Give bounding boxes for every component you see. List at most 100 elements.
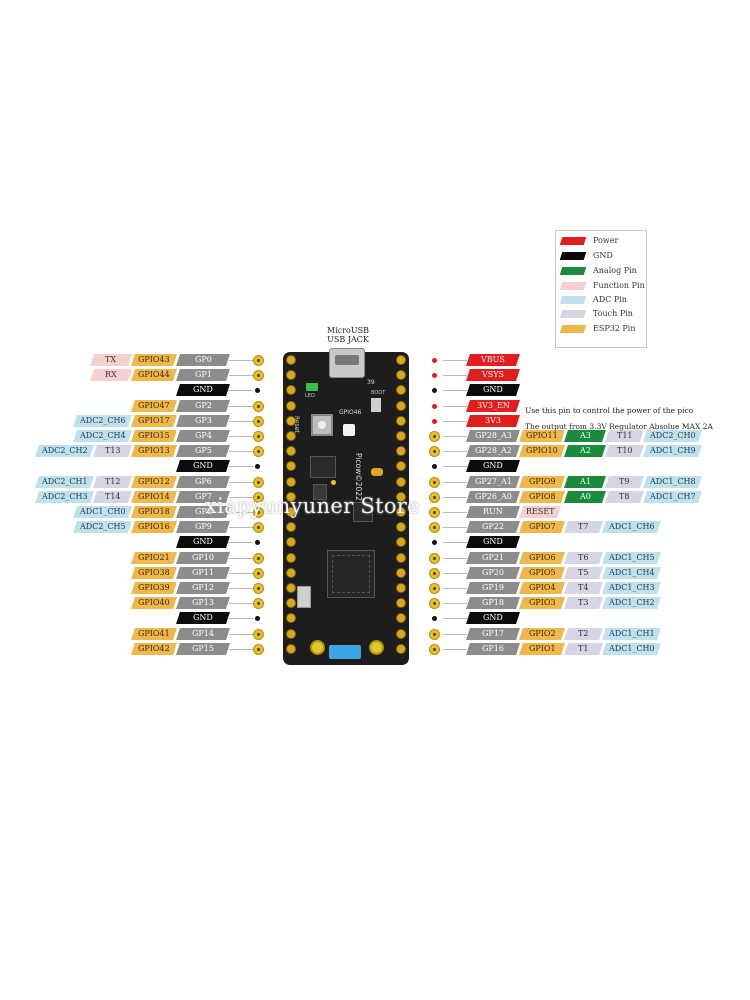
pin-label-gp: GP3 [176, 414, 230, 427]
legend-swatch [559, 325, 587, 333]
pin-pad-icon [429, 431, 440, 442]
pin-label-text: RX [105, 370, 117, 380]
pin-label-gp: GP18 [466, 597, 520, 610]
pin-label-adc: ADC2_CH2 [35, 445, 94, 458]
small-ic-icon [353, 502, 373, 522]
leader-line [229, 648, 253, 650]
pin-label-esp: GPIO4 [519, 582, 565, 594]
pin-label-gp: GP20 [466, 566, 520, 579]
led-label: LED [305, 393, 315, 399]
legend-swatch [559, 310, 587, 318]
board-hole-icon [396, 491, 406, 502]
leader-line [443, 633, 467, 635]
pin-label-text: GPIO47 [138, 400, 170, 410]
pin-label-touch: T2 [564, 627, 603, 640]
pin-label-text: RESET [525, 507, 555, 516]
pin-label-gp: GP15 [176, 642, 230, 655]
board-hole-icon [286, 370, 296, 381]
pin-label-esp: GPIO47 [131, 399, 177, 412]
pin-label-text: T13 [104, 446, 121, 456]
pin-label-text: T12 [104, 476, 121, 486]
pin-label-text: VSYS [481, 370, 505, 380]
pin-pad-icon [429, 491, 440, 503]
board-hole-icon [286, 476, 296, 487]
pin-label-adc: ADC2_CH0 [643, 430, 702, 442]
pin-label-text: ADC2_CH3 [41, 491, 88, 501]
pin-pad-icon [253, 370, 264, 382]
pin-label-esp: GPIO6 [519, 551, 565, 564]
pin-label-touch: T9 [605, 475, 644, 488]
pin-label-text: ADC1_CH5 [608, 552, 655, 562]
pin-label-text: ADC1_CH2 [608, 598, 655, 608]
pin-label-analog: A2 [564, 445, 606, 458]
pin-label-gnd: GND [466, 384, 520, 397]
pin-pad-icon [253, 415, 264, 427]
board-hole-icon [396, 385, 406, 396]
boot-button-icon [371, 398, 381, 412]
board-hole-icon [396, 431, 406, 441]
pin-label-adc: ADC1_CH3 [602, 582, 661, 594]
pin-label-text: GP0 [194, 355, 212, 364]
pin-label-text: T6 [578, 552, 589, 562]
pin-label-text: GP9 [194, 522, 212, 532]
board-hole-icon [286, 522, 296, 533]
board-hole-icon [286, 583, 296, 593]
leader-line [229, 542, 253, 544]
pin-label-esp: GPIO43 [131, 354, 177, 366]
pin-pad-icon [253, 431, 264, 442]
pin-label-text: GND [193, 385, 213, 395]
pin-label-touch: T11 [605, 430, 644, 442]
pin-label-text: GPIO16 [138, 522, 170, 532]
leader-line [443, 648, 467, 650]
pin-label-text: ADC2_CH1 [41, 476, 88, 486]
pin-label-touch: T12 [93, 475, 132, 488]
leader-line [229, 405, 253, 407]
pin-label-text: GPIO1 [528, 643, 556, 653]
leader-line [229, 436, 253, 437]
board-hole-icon [286, 537, 296, 548]
pin-label-text: GND [193, 461, 213, 471]
leader-line [443, 588, 467, 589]
usb-connector-icon [329, 348, 365, 378]
pin-label-text: GPIO13 [138, 446, 170, 456]
gpio46-label: GPIO46 [339, 409, 362, 416]
pin-pad-icon [253, 598, 264, 610]
board-hole-icon [396, 507, 406, 517]
pin-label-text: GPIO14 [138, 491, 170, 501]
leader-line [229, 512, 253, 513]
regulator-chip-icon [310, 456, 336, 478]
note-3v3-en: Use this pin to control the power of the… [525, 406, 694, 415]
gnd-dot-icon [432, 464, 437, 470]
pin-label-text: GP12 [192, 583, 214, 592]
leader-line [229, 496, 253, 498]
pin-label-analog: A1 [564, 475, 606, 488]
board-hole-icon [286, 446, 296, 457]
pin-label-gp: GP13 [176, 597, 230, 610]
pin-label-text: ADC1_CH6 [608, 522, 655, 532]
pin-label-touch: T7 [564, 521, 603, 534]
pin-label-gp: GP4 [176, 430, 230, 442]
pin-label-adc: ADC1_CH5 [602, 551, 661, 564]
pin-label-text: T9 [619, 476, 630, 486]
pin-39-label: 39 [367, 379, 375, 386]
leader-line [443, 527, 467, 529]
pin-label-text: GP28_A3 [474, 431, 512, 440]
pin-label-adc: ADC1_CH8 [643, 475, 702, 488]
pin-label-text: GP4 [194, 431, 212, 440]
board-hole-icon [396, 476, 406, 487]
pin-label-text: GP1 [194, 370, 212, 380]
pin-label-func: RX [90, 369, 132, 382]
leader-line [229, 557, 253, 559]
pin-label-text: ADC1_CH7 [649, 491, 696, 501]
pin-label-text: GPIO38 [138, 567, 170, 577]
pin-label-esp: GPIO5 [519, 566, 565, 579]
pin-pad-icon [429, 507, 440, 518]
pin-pad-icon [429, 552, 440, 564]
leader-line [443, 603, 467, 605]
watermark-text: xiapyunyuner Store [205, 494, 420, 518]
pin-label-text: ADC1_CH0 [608, 643, 655, 653]
pin-label-adc: ADC2_CH1 [35, 475, 94, 488]
reset-button[interactable] [311, 414, 333, 436]
pin-label-text: GPIO7 [528, 522, 556, 532]
pin-label-text: GPIO18 [138, 507, 170, 516]
